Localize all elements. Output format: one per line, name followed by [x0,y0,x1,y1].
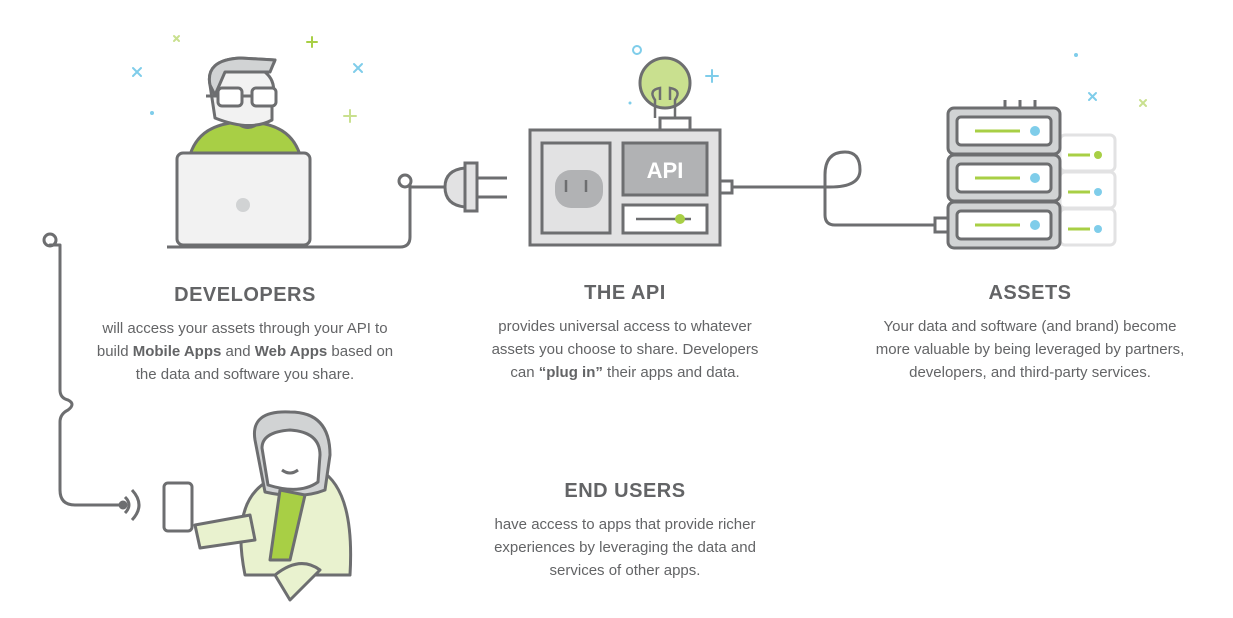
end-users-line-1: have access to apps that provide richer [494,516,756,533]
api-box [528,56,734,247]
end-users-section: END USERS have access to apps that provi… [440,480,810,582]
laptop-to-plug-cable [318,183,412,249]
assets-description: Your data and software (and brand) becom… [830,315,1230,384]
developers-line-3: the data and software you share. [135,366,355,383]
api-line-2: assets you choose to share. Developers [491,341,759,358]
developers-description: will access your assets through your API… [50,317,440,386]
text: build [96,343,133,360]
end-users-line-3: services of other apps. [549,562,701,579]
developers-section: DEVELOPERS will access your assets throu… [50,284,440,386]
api-title: THE API [584,282,666,304]
server-stack-icon [933,100,1117,250]
developers-line-1: will access your assets through your API… [102,320,388,337]
developer-cable [48,243,122,507]
text: their apps and data. [602,364,740,381]
end-users-line-2: experiences by leveraging the data and [494,539,756,556]
assets-line-1: Your data and software (and brand) becom… [883,318,1177,335]
text: can [510,364,539,381]
end-users-description: have access to apps that provide richer … [440,513,810,582]
api-panel-label: API [647,158,684,183]
api-description: provides universal access to whatever as… [440,315,810,384]
assets-title: ASSETS [988,282,1072,304]
api-section: THE API provides universal access to wha… [440,282,810,384]
end-users-title: END USERS [564,480,686,502]
web-apps-emphasis: Web Apps [254,343,328,360]
developers-title: DEVELOPERS [174,284,316,306]
plug-in-emphasis: “plug in” [538,364,603,381]
sparkle-decorations [132,35,1147,123]
plug-icon [443,161,507,213]
assets-line-2: more valuable by being leveraged by part… [875,341,1185,358]
assets-section: ASSETS Your data and software (and brand… [830,282,1230,384]
end-user-figure [118,410,353,602]
mobile-apps-emphasis: Mobile Apps [132,343,222,360]
api-line-1: provides universal access to whatever [498,318,752,335]
assets-line-3: developers, and third-party services. [909,364,1151,381]
text: based on [327,343,394,360]
text: and [221,343,255,360]
developer-figure [167,56,320,249]
api-to-assets-cable [731,150,937,227]
